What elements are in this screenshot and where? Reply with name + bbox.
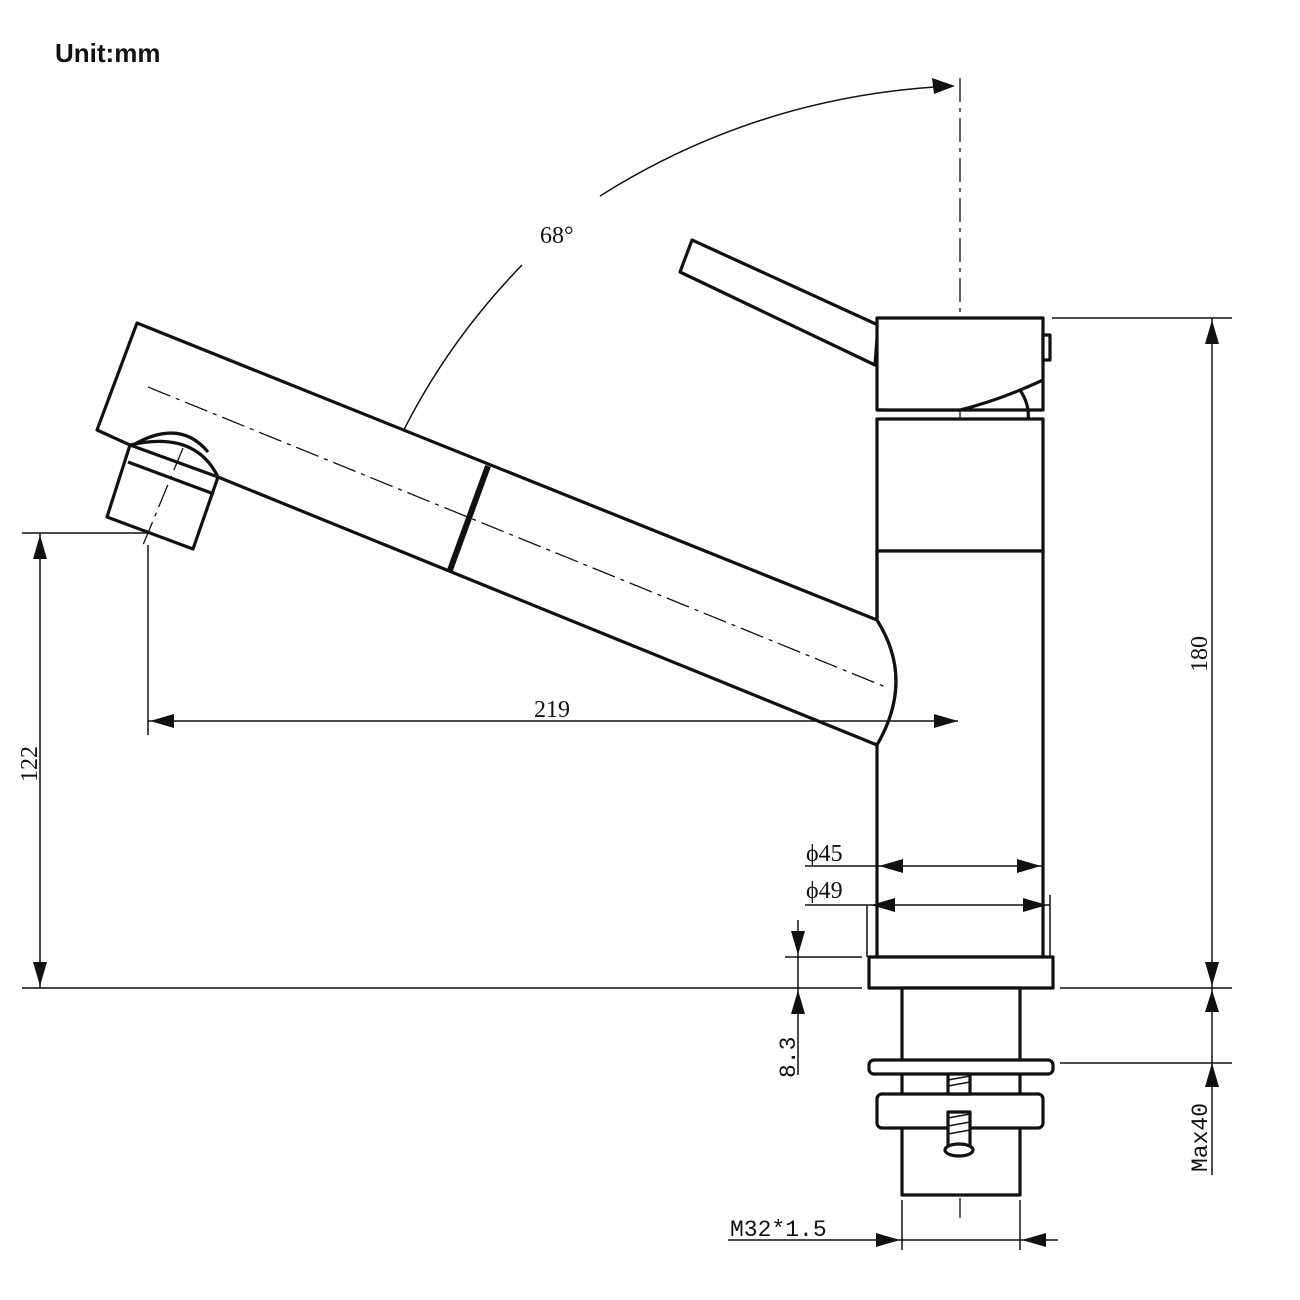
base-ring (867, 955, 1055, 990)
spout-centerline (147, 386, 889, 689)
max-deck-dimension: Max40 (1060, 988, 1232, 1175)
body-diameter-label: ϕ45 (806, 841, 843, 867)
reach-dimension-219: 219 (147, 545, 958, 735)
total-height-label: 180 (1187, 636, 1213, 672)
base-diameter-label: ϕ49 (806, 878, 843, 904)
mounting-shank (867, 986, 1055, 1197)
diameter-dimension-45: ϕ45 (805, 841, 1043, 873)
diameter-dimension-49: ϕ49 (805, 878, 1051, 957)
faucet-body (875, 417, 1045, 959)
height-dimension-122: 122 (17, 532, 862, 989)
base-ring-dimension: 8.3 (776, 920, 862, 1078)
handle-housing (875, 316, 1052, 421)
spout-height-label: 122 (17, 746, 43, 782)
unit-label: Unit:mm (55, 38, 160, 68)
base-ring-label: 8.3 (776, 1037, 802, 1078)
angle-label: 68° (540, 223, 574, 249)
reach-label: 219 (534, 697, 570, 723)
angle-dimension: 68° (378, 78, 955, 482)
lever-handle (678, 238, 880, 367)
thread-dimension: M32*1.5 (728, 1200, 1058, 1250)
thread-label: M32*1.5 (730, 1217, 827, 1243)
height-dimension-180: 180 (1052, 317, 1232, 989)
spout (95, 321, 898, 747)
max-deck-label: Max40 (1188, 1103, 1214, 1172)
